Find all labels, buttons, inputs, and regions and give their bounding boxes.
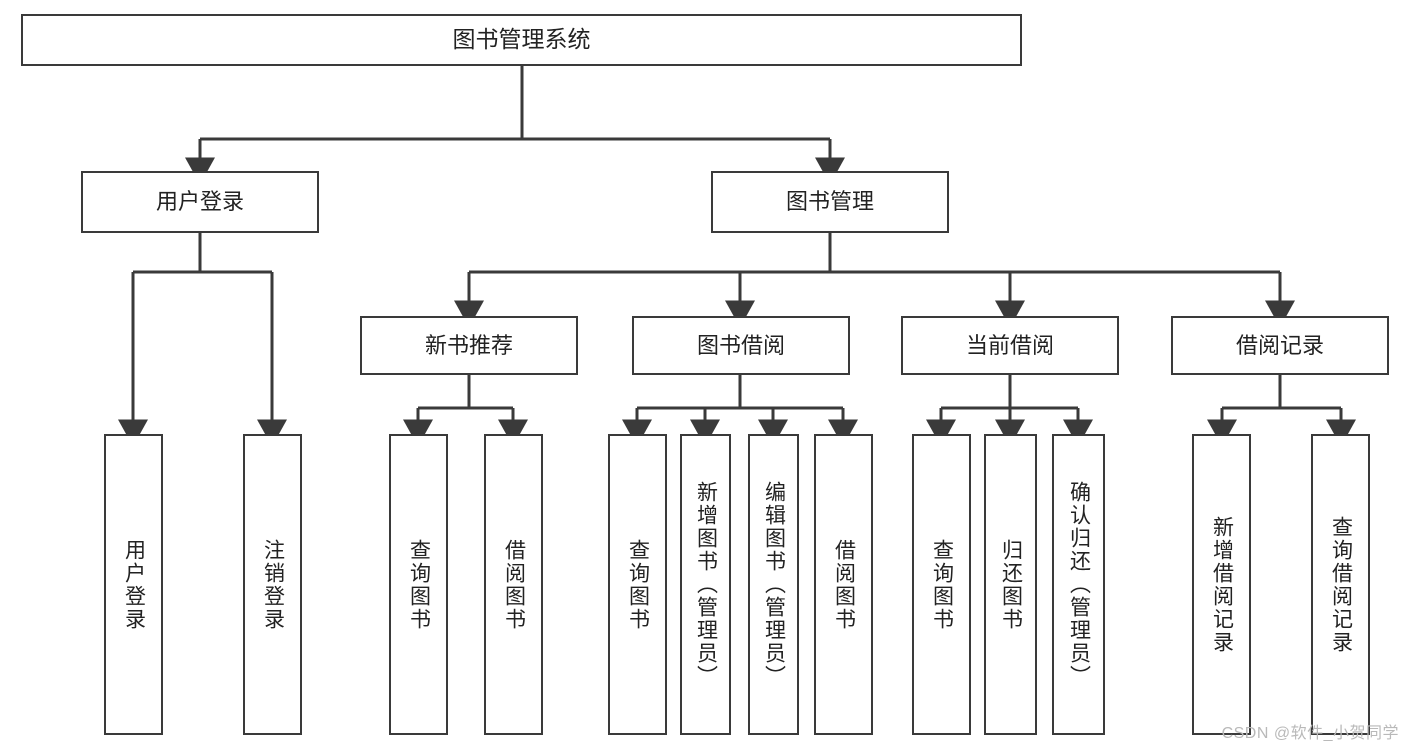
node-borrow-record-label: 借阅记录 (1235, 332, 1324, 358)
node-new-book-rec[interactable]: 新书推荐 (360, 316, 578, 375)
node-user-login-label: 用户登录 (155, 189, 244, 215)
node-leaf-query-book-3-label: 查询图书 (930, 538, 954, 631)
node-leaf-borrow-book-2[interactable]: 借阅图书 (814, 434, 873, 735)
node-root[interactable]: 图书管理系统 (21, 14, 1022, 66)
node-leaf-add-record-label: 新增借阅记录 (1210, 515, 1234, 654)
node-leaf-borrow-book-1-label: 借阅图书 (502, 538, 526, 631)
node-leaf-confirm-return-label: 确认归还（管理员） (1067, 481, 1091, 688)
node-leaf-query-book-1-label: 查询图书 (407, 538, 431, 631)
node-leaf-user-login-label: 用户登录 (122, 538, 146, 631)
node-current-borrow[interactable]: 当前借阅 (901, 316, 1119, 375)
node-user-login[interactable]: 用户登录 (81, 171, 319, 233)
node-leaf-logout-label: 注销登录 (261, 538, 285, 631)
watermark-text: CSDN @软件_小贺同学 (1221, 725, 1399, 742)
node-leaf-add-book-label: 新增图书（管理员） (694, 481, 718, 688)
node-leaf-query-book-3[interactable]: 查询图书 (912, 434, 971, 735)
node-leaf-query-book-1[interactable]: 查询图书 (389, 434, 448, 735)
node-leaf-logout[interactable]: 注销登录 (243, 434, 302, 735)
node-book-manage-label: 图书管理 (785, 189, 874, 215)
node-book-manage[interactable]: 图书管理 (711, 171, 949, 233)
node-leaf-confirm-return[interactable]: 确认归还（管理员） (1052, 434, 1105, 735)
node-leaf-edit-book-label: 编辑图书（管理员） (762, 481, 786, 688)
node-leaf-return-book[interactable]: 归还图书 (984, 434, 1037, 735)
node-leaf-borrow-book-1[interactable]: 借阅图书 (484, 434, 543, 735)
node-leaf-return-book-label: 归还图书 (999, 538, 1023, 631)
node-leaf-edit-book[interactable]: 编辑图书（管理员） (748, 434, 799, 735)
node-new-book-rec-label: 新书推荐 (424, 332, 513, 358)
node-book-borrow[interactable]: 图书借阅 (632, 316, 850, 375)
node-leaf-add-book[interactable]: 新增图书（管理员） (680, 434, 731, 735)
node-book-borrow-label: 图书借阅 (696, 332, 785, 358)
node-current-borrow-label: 当前借阅 (965, 332, 1054, 358)
node-root-label: 图书管理系统 (452, 26, 591, 53)
node-leaf-query-record-label: 查询借阅记录 (1329, 515, 1353, 654)
node-leaf-add-record[interactable]: 新增借阅记录 (1192, 434, 1251, 735)
node-leaf-user-login[interactable]: 用户登录 (104, 434, 163, 735)
node-leaf-query-book-2[interactable]: 查询图书 (608, 434, 667, 735)
node-leaf-query-book-2-label: 查询图书 (626, 538, 650, 631)
node-leaf-borrow-book-2-label: 借阅图书 (832, 538, 856, 631)
node-borrow-record[interactable]: 借阅记录 (1171, 316, 1389, 375)
node-leaf-query-record[interactable]: 查询借阅记录 (1311, 434, 1370, 735)
